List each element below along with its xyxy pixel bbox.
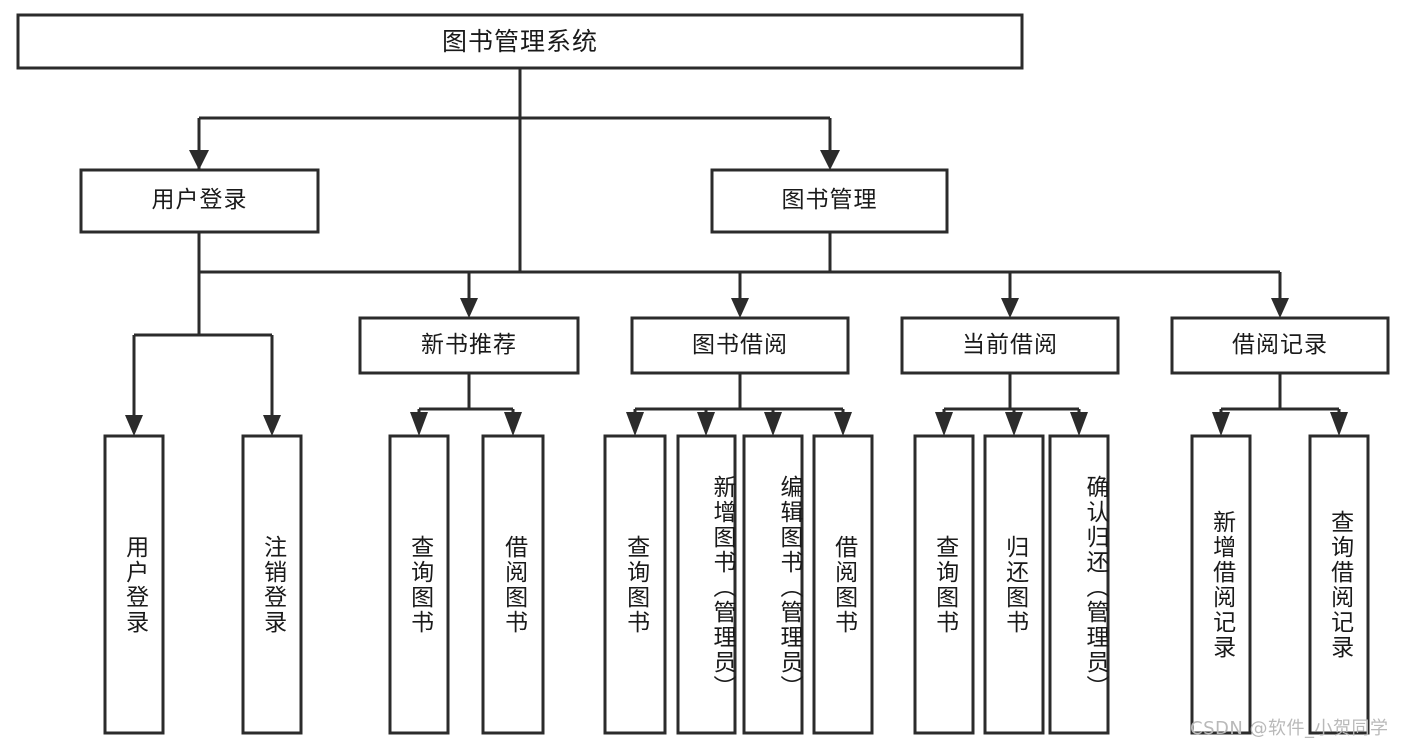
arrow-leaf-add-borrow-record bbox=[1212, 412, 1230, 436]
arrow-borrow-record bbox=[1271, 298, 1289, 318]
node-box-current-borrow[interactable] bbox=[900, 316, 1120, 375]
node-label-borrow-record: 借阅记录 bbox=[1232, 331, 1328, 358]
node-box-leaf-logout-login[interactable] bbox=[241, 434, 303, 735]
node-label-leaf-user-login: 用户登录 bbox=[121, 534, 148, 635]
node-label-leaf-add-book-admin: 新增图书（管理员） bbox=[709, 475, 735, 700]
node-label-leaf-return-book: 归还图书 bbox=[1001, 534, 1028, 635]
connector-group-borrow-record bbox=[1212, 373, 1348, 436]
node-label-leaf-borrow-book-1: 借阅图书 bbox=[500, 534, 527, 635]
connector-group-new-book-recommend bbox=[410, 373, 522, 436]
node-box-new-book-recommend[interactable] bbox=[358, 316, 580, 375]
node-box-leaf-query-book-2[interactable] bbox=[603, 434, 667, 735]
arrow-leaf-borrow-book-1 bbox=[504, 412, 522, 436]
csdn-watermark: CSDN @软件_小贺同学 bbox=[1190, 718, 1389, 739]
node-box-leaf-add-borrow-record[interactable] bbox=[1190, 434, 1252, 735]
node-box-leaf-return-book[interactable] bbox=[983, 434, 1045, 735]
node-label-leaf-query-book-2: 查询图书 bbox=[622, 534, 649, 635]
connector-group-user-login bbox=[125, 232, 281, 436]
node-box-leaf-query-book-1[interactable] bbox=[388, 434, 450, 735]
arrow-leaf-return-book bbox=[1005, 412, 1023, 436]
arrow-leaf-query-book-1 bbox=[410, 412, 428, 436]
node-label-leaf-query-book-3: 查询图书 bbox=[931, 534, 958, 635]
node-box-leaf-borrow-book-2[interactable] bbox=[812, 434, 874, 735]
arrow-leaf-logout-login bbox=[263, 415, 281, 436]
node-box-user-login[interactable] bbox=[79, 168, 320, 234]
node-box-book-manage[interactable] bbox=[710, 168, 949, 234]
arrow-leaf-query-book-2 bbox=[626, 412, 644, 436]
node-box-leaf-user-login[interactable] bbox=[103, 434, 165, 735]
node-box-leaf-add-book-admin[interactable] bbox=[676, 434, 737, 735]
arrow-book-manage bbox=[820, 150, 840, 170]
node-label-leaf-edit-book-admin: 编辑图书（管理员） bbox=[776, 475, 802, 700]
node-label-root: 图书管理系统 bbox=[441, 26, 598, 56]
node-label-leaf-confirm-return-admin: 确认归还（管理员） bbox=[1082, 475, 1108, 700]
arrow-leaf-user-login bbox=[125, 415, 143, 436]
node-label-new-book-recommend: 新书推荐 bbox=[421, 331, 517, 358]
node-label-leaf-query-book-1: 查询图书 bbox=[406, 534, 433, 635]
arrow-leaf-query-book-3 bbox=[935, 412, 953, 436]
node-box-leaf-query-book-3[interactable] bbox=[913, 434, 975, 735]
arrow-leaf-edit-book-admin bbox=[764, 412, 782, 436]
arrow-leaf-query-borrow-record bbox=[1330, 412, 1348, 436]
arrow-new-book-recommend bbox=[460, 298, 478, 318]
connector-group-book-borrow bbox=[626, 373, 852, 436]
node-label-user-login: 用户登录 bbox=[151, 187, 248, 214]
arrow-user-login bbox=[189, 150, 209, 170]
node-box-leaf-edit-book-admin[interactable] bbox=[742, 434, 804, 735]
node-box-leaf-query-borrow-record[interactable] bbox=[1308, 434, 1370, 735]
arrow-leaf-add-book-admin bbox=[697, 412, 715, 436]
node-box-book-borrow[interactable] bbox=[630, 316, 850, 375]
node-label-leaf-query-borrow-record: 查询借阅记录 bbox=[1326, 509, 1353, 660]
connector-group-root-branches bbox=[189, 68, 840, 170]
node-box-root[interactable] bbox=[16, 13, 1024, 70]
node-label-book-borrow: 图书借阅 bbox=[692, 331, 788, 358]
node-box-borrow-record[interactable] bbox=[1170, 316, 1390, 375]
node-label-leaf-borrow-book-2: 借阅图书 bbox=[830, 534, 857, 635]
arrow-leaf-borrow-book-2 bbox=[834, 412, 852, 436]
connector-group-book-manage bbox=[460, 232, 1289, 318]
node-box-leaf-borrow-book-1[interactable] bbox=[481, 434, 545, 735]
connector-group-current-borrow bbox=[935, 373, 1088, 436]
arrow-current-borrow bbox=[1001, 298, 1019, 318]
arrow-leaf-confirm-return-admin bbox=[1070, 412, 1088, 436]
node-label-leaf-add-borrow-record: 新增借阅记录 bbox=[1208, 509, 1235, 660]
node-label-leaf-logout-login: 注销登录 bbox=[259, 534, 286, 635]
node-label-current-borrow: 当前借阅 bbox=[962, 331, 1058, 358]
arrow-book-borrow bbox=[731, 298, 749, 318]
node-box-leaf-confirm-return-admin[interactable] bbox=[1048, 434, 1110, 735]
node-label-book-manage: 图书管理 bbox=[781, 187, 878, 214]
